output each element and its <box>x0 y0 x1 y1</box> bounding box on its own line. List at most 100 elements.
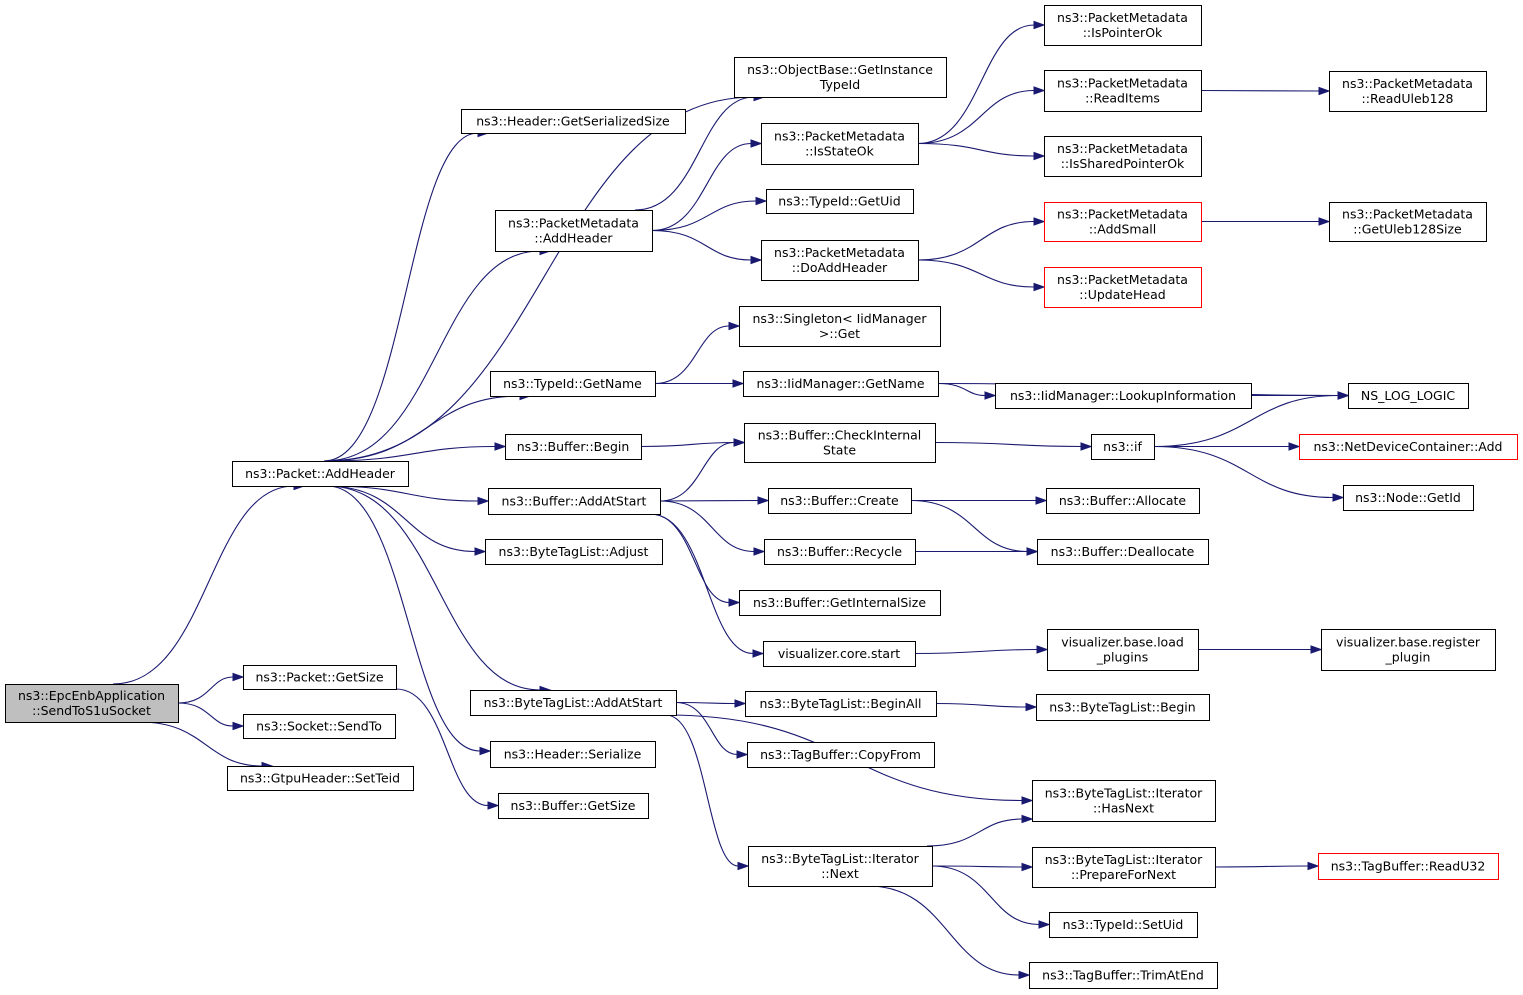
node-label-pkt_getsize: ns3::Packet::GetSize <box>255 670 383 685</box>
node-pm_readuleb128[interactable]: ns3::PacketMetadata::ReadUleb128 <box>1329 71 1487 112</box>
node-label-hdr_getsersize: ns3::Header::GetSerializedSize <box>476 114 670 129</box>
node-label-btl_begin: ns3::ByteTagList::Begin <box>1049 700 1195 715</box>
node-buf_deallocate[interactable]: ns3::Buffer::Deallocate <box>1037 539 1209 565</box>
node-label-tb_copyfrom: ns3::TagBuffer::CopyFrom <box>760 747 921 762</box>
node-pm_ispointerok[interactable]: ns3::PacketMetadata::IsPointerOk <box>1044 5 1202 46</box>
arrowhead-pm_ispointerok <box>1033 20 1046 30</box>
arrowhead-pm_isstateok <box>750 139 763 148</box>
node-label-pm_getuleb128size: ::GetUleb128Size <box>1353 222 1462 237</box>
node-label-btl_it_prepare: ns3::ByteTagList::Iterator <box>1045 852 1203 867</box>
node-buf_addatstart[interactable]: ns3::Buffer::AddAtStart <box>488 488 661 515</box>
node-buf_allocate[interactable]: ns3::Buffer::Allocate <box>1046 488 1200 514</box>
node-ns_log_logic[interactable]: NS_LOG_LOGIC <box>1348 383 1469 409</box>
node-pm_getuleb128size[interactable]: ns3::PacketMetadata::GetUleb128Size <box>1329 202 1487 242</box>
arrowhead-btl_beginall <box>734 699 747 708</box>
node-box-gtpu_setteid <box>227 766 414 791</box>
arrowhead-btl_adjust <box>474 547 487 556</box>
arrowhead-buf_deallocate <box>1026 547 1039 556</box>
node-tb_copyfrom[interactable]: ns3::TagBuffer::CopyFrom <box>747 742 935 768</box>
node-btl_it_hasnext[interactable]: ns3::ByteTagList::Iterator::HasNext <box>1032 780 1216 822</box>
node-ndc_add[interactable]: ns3::NetDeviceContainer::Add <box>1299 434 1518 460</box>
node-iid_getname[interactable]: ns3::IidManager::GetName <box>743 371 939 397</box>
edge-buf_addatstart-to-vis_core_start <box>649 513 754 655</box>
node-hdr_getsersize[interactable]: ns3::Header::GetSerializedSize <box>461 109 686 134</box>
node-root[interactable]: ns3::EpcEnbApplication::SendToS1uSocket <box>5 684 179 723</box>
node-box-vis_base_register <box>1321 629 1496 671</box>
arrowhead-iid_getname <box>732 379 745 388</box>
edge-vis_core_start-to-vis_base_load <box>914 648 1038 655</box>
node-label-gtpu_setteid: ns3::GtpuHeader::SetTeid <box>240 771 400 786</box>
node-label-buf_getsize: ns3::Buffer::GetSize <box>511 798 636 813</box>
arrowhead-typeid_setuid <box>1038 920 1051 929</box>
node-label-pm_readitems: ns3::PacketMetadata <box>1057 76 1188 91</box>
node-label-iid_lookupinfo: ns3::IidManager::LookupInformation <box>1010 388 1236 403</box>
node-pm_addheader[interactable]: ns3::PacketMetadata::AddHeader <box>495 210 653 252</box>
node-pm_readitems[interactable]: ns3::PacketMetadata::ReadItems <box>1044 70 1202 112</box>
node-label-iid_getname: ns3::IidManager::GetName <box>756 376 924 391</box>
node-label-btl_beginall: ns3::ByteTagList::BeginAll <box>760 696 922 711</box>
node-buf_create[interactable]: ns3::Buffer::Create <box>768 488 912 514</box>
node-label-pm_readitems: ::ReadItems <box>1085 91 1160 106</box>
node-buf_getsize[interactable]: ns3::Buffer::GetSize <box>498 793 649 819</box>
node-btl_it_prepare[interactable]: ns3::ByteTagList::Iterator::PrepareForNe… <box>1032 847 1216 888</box>
node-box-singleton_get <box>739 306 941 347</box>
node-label-vis_base_register: visualizer.base.register <box>1336 635 1481 650</box>
node-label-tb_readu32: ns3::TagBuffer::ReadU32 <box>1331 859 1486 874</box>
node-label-ob_getinstance: ns3::ObjectBase::GetInstance <box>747 62 933 77</box>
node-singleton_get[interactable]: ns3::Singleton< IidManager>::Get <box>739 306 941 347</box>
node-vis_core_start[interactable]: visualizer.core.start <box>763 641 916 667</box>
node-tb_readu32[interactable]: ns3::TagBuffer::ReadU32 <box>1318 853 1499 880</box>
node-tb_trimatend[interactable]: ns3::TagBuffer::TrimAtEnd <box>1029 962 1218 989</box>
node-buf_getinternalsize[interactable]: ns3::Buffer::GetInternalSize <box>739 590 941 616</box>
arrowhead-buf_getinternalsize <box>728 598 741 607</box>
node-pm_updatehead[interactable]: ns3::PacketMetadata::UpdateHead <box>1044 267 1202 308</box>
node-label-typeid_getuid: ns3::TypeId::GetUid <box>778 194 900 209</box>
arrowhead-vis_base_register <box>1310 645 1323 654</box>
node-label-buf_deallocate: ns3::Buffer::Deallocate <box>1051 544 1195 559</box>
node-buf_recycle[interactable]: ns3::Buffer::Recycle <box>764 539 916 565</box>
node-label-btl_it_hasnext: ::HasNext <box>1093 801 1154 816</box>
arrowhead-buf_create <box>757 496 770 505</box>
node-iid_lookupinfo[interactable]: ns3::IidManager::LookupInformation <box>995 383 1252 409</box>
node-typeid_getname[interactable]: ns3::TypeId::GetName <box>490 371 656 397</box>
node-typeid_getuid[interactable]: ns3::TypeId::GetUid <box>766 189 914 214</box>
node-hdr_serialize[interactable]: ns3::Header::Serialize <box>490 741 656 768</box>
node-btl_it_next[interactable]: ns3::ByteTagList::Iterator::Next <box>748 846 933 887</box>
node-pkt_addheader[interactable]: ns3::Packet::AddHeader <box>232 461 409 487</box>
arrowhead-tb_readu32 <box>1307 861 1320 871</box>
node-gtpu_setteid[interactable]: ns3::GtpuHeader::SetTeid <box>227 766 414 791</box>
edge-pkt_addheader-to-pm_addheader <box>323 250 541 462</box>
node-vis_base_load[interactable]: visualizer.base.load_plugins <box>1047 629 1199 671</box>
node-btl_beginall[interactable]: ns3::ByteTagList::BeginAll <box>745 691 937 717</box>
node-btl_begin[interactable]: ns3::ByteTagList::Begin <box>1036 694 1210 721</box>
node-label-pm_doaddheader: ns3::PacketMetadata <box>774 245 905 260</box>
node-btl_adjust[interactable]: ns3::ByteTagList::Adjust <box>485 539 663 565</box>
node-label-btl_it_next: ns3::ByteTagList::Iterator <box>761 851 919 866</box>
node-pm_issharedpointerok[interactable]: ns3::PacketMetadata::IsSharedPointerOk <box>1044 136 1202 177</box>
edge-buf_begin-to-buf_checkinternal <box>640 441 735 448</box>
node-pkt_getsize[interactable]: ns3::Packet::GetSize <box>243 665 397 690</box>
node-buf_begin[interactable]: ns3::Buffer::Begin <box>505 434 642 460</box>
edge-pm_addheader-to-typeid_getuid <box>651 200 757 232</box>
node-box-vis_core_start <box>763 641 916 667</box>
edge-pm_isstateok-to-pm_issharedpointerok <box>917 142 1035 157</box>
node-box-ob_getinstance <box>734 57 947 98</box>
node-box-sock_sendto <box>243 714 396 739</box>
node-btl_addatstart[interactable]: ns3::ByteTagList::AddAtStart <box>470 690 677 716</box>
node-node_getid[interactable]: ns3::Node::GetId <box>1343 485 1474 511</box>
node-label-pm_addsmall: ::AddSmall <box>1089 222 1156 237</box>
arrowhead-node_getid <box>1332 493 1345 502</box>
arrowhead-ns_log_logic <box>1337 391 1350 400</box>
node-pm_isstateok[interactable]: ns3::PacketMetadata::IsStateOk <box>761 123 919 165</box>
node-pm_addsmall[interactable]: ns3::PacketMetadata::AddSmall <box>1044 202 1202 242</box>
arrowhead-btl_it_prepare <box>1021 862 1034 872</box>
node-vis_base_register[interactable]: visualizer.base.register_plugin <box>1321 629 1496 671</box>
edge-buf_addatstart-to-buf_checkinternal <box>659 441 735 502</box>
node-ns3_if[interactable]: ns3::if <box>1091 434 1155 460</box>
node-sock_sendto[interactable]: ns3::Socket::SendTo <box>243 714 396 739</box>
node-pm_doaddheader[interactable]: ns3::PacketMetadata::DoAddHeader <box>761 240 919 281</box>
node-label-typeid_setuid: ns3::TypeId::SetUid <box>1063 917 1184 932</box>
node-typeid_setuid[interactable]: ns3::TypeId::SetUid <box>1049 912 1198 938</box>
